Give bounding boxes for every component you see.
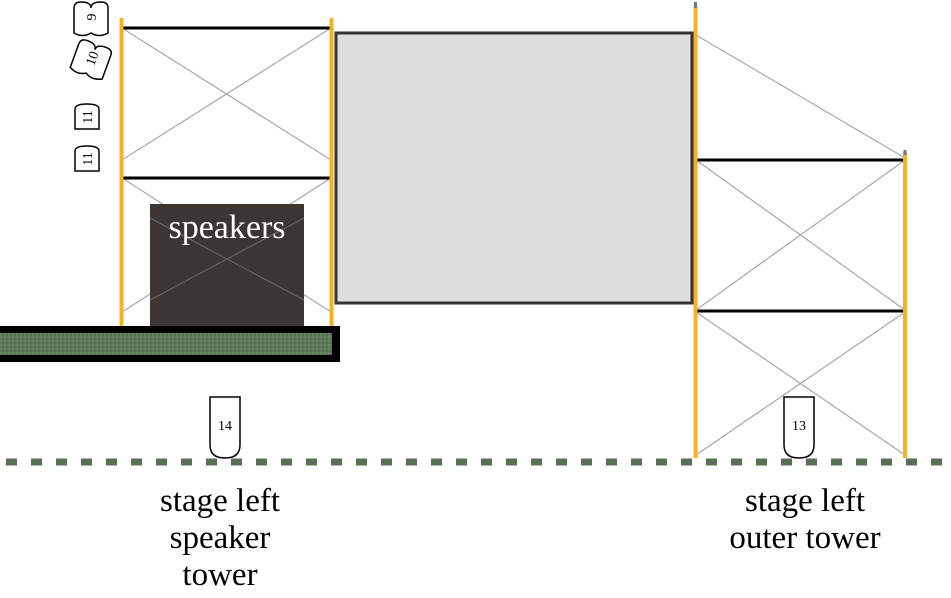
left-caption-line-3: tower — [182, 557, 258, 593]
right-post-tip-2 — [903, 150, 907, 155]
left-caption-line-1: stage left — [159, 483, 281, 519]
marker-10: 10 — [69, 39, 112, 80]
video-screen — [334, 31, 694, 305]
speaker-bracing-overlay — [149, 217, 305, 301]
left-tower-post-right — [329, 18, 334, 327]
marker-13: 13 — [783, 396, 815, 459]
right-tower-bracing — [695, 34, 906, 456]
marker-14-label: 14 — [218, 419, 232, 434]
speakers-label: speakers — [168, 209, 285, 246]
marker-10-label: 10 — [84, 49, 103, 67]
right-post-tip — [694, 2, 697, 8]
left-tower-rails — [122, 26, 331, 180]
right-outer-tower — [693, 2, 907, 458]
left-caption-line-2: speaker — [169, 520, 271, 556]
marker-9: 9 — [73, 1, 109, 37]
marker-14: 14 — [209, 396, 241, 459]
marker-13-label: 13 — [792, 419, 806, 434]
marker-11-lower-label: 11 — [81, 152, 96, 165]
speaker-block: speakers — [149, 204, 305, 328]
marker-11-upper-label: 11 — [81, 110, 96, 123]
left-tower-caption: stage left speaker tower — [120, 483, 320, 594]
left-speaker-tower — [119, 18, 334, 327]
right-tower-post-left — [693, 6, 698, 458]
stage-platform — [0, 326, 340, 362]
right-tower-caption: stage left outer tower — [690, 483, 920, 557]
speaker-box — [150, 204, 304, 328]
right-tower-post-right — [903, 152, 907, 458]
marker-11-lower: 11 — [74, 145, 100, 172]
marker-11-upper: 11 — [74, 103, 100, 130]
left-tower-post-left — [119, 18, 124, 327]
right-caption-line-1: stage left — [744, 483, 866, 519]
right-caption-line-2: outer tower — [729, 520, 881, 556]
marker-9-label: 9 — [85, 14, 100, 21]
right-tower-rails — [696, 158, 905, 313]
